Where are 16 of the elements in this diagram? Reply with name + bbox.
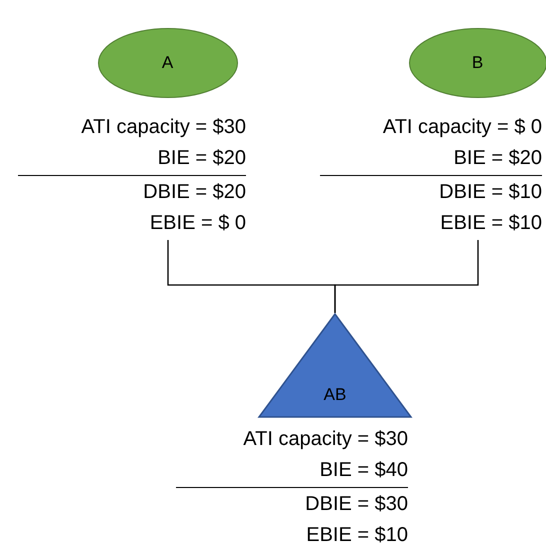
node-label: A <box>162 52 174 72</box>
value-text: ATI capacity = $30 <box>243 428 408 450</box>
value-text: BIE = $40 <box>320 459 408 481</box>
node-label: AB <box>324 384 346 405</box>
value-text: DBIE = $20 <box>143 181 246 203</box>
value-text: ATI capacity = $ 0 <box>382 116 542 138</box>
value-text: DBIE = $30 <box>305 493 408 515</box>
value-text: BIE = $20 <box>454 147 542 169</box>
value-text: ATI capacity = $30 <box>81 116 246 138</box>
value-text: DBIE = $10 <box>439 181 542 203</box>
connector-line <box>334 240 479 313</box>
value-text: EBIE = $10 <box>440 212 542 234</box>
value-text: EBIE = $10 <box>306 524 408 546</box>
value-text: EBIE = $ 0 <box>150 212 246 234</box>
node-label: B <box>472 52 484 72</box>
value-text: BIE = $20 <box>158 147 246 169</box>
